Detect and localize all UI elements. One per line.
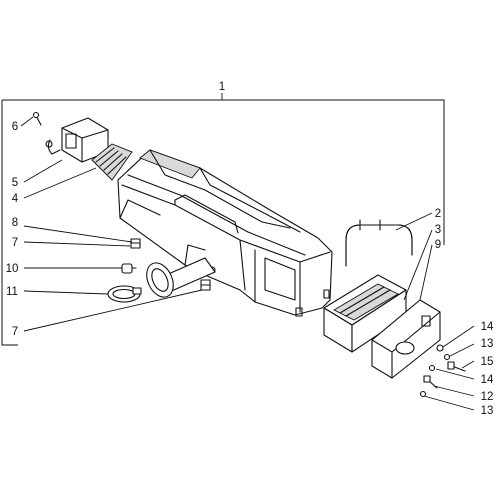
callout-10: 10 <box>6 263 19 275</box>
breather-tube-2 <box>345 219 413 267</box>
callout-6: 6 <box>12 121 18 133</box>
filter-sponge-4 <box>91 143 133 181</box>
screw-6 <box>32 111 42 126</box>
washer-13b <box>419 390 427 398</box>
washer-14 <box>436 344 444 352</box>
clip-nut-8 <box>130 238 141 249</box>
clip-nut-7 <box>200 279 211 291</box>
leader-lines <box>20 116 475 411</box>
callout-9: 9 <box>435 239 441 251</box>
callout-11: 11 <box>6 286 18 298</box>
callout-1: 1 <box>219 81 225 93</box>
callout-4: 4 <box>12 193 19 205</box>
air-box-housing <box>117 149 333 317</box>
assembly-frame <box>1 93 445 346</box>
bolt-15 <box>447 361 466 372</box>
washer-14b <box>428 364 436 372</box>
intake-duct <box>146 257 216 298</box>
callout-7-lower: 7 <box>12 326 18 338</box>
callout-14-upper: 14 <box>481 321 494 333</box>
callout-5: 5 <box>12 177 18 189</box>
callout-15: 15 <box>481 356 494 368</box>
callout-2: 2 <box>435 208 441 220</box>
callout-12: 12 <box>481 391 494 403</box>
callout-3: 3 <box>435 224 441 236</box>
callout-7-upper: 7 <box>12 237 18 249</box>
air-filter-element-9 <box>323 274 407 353</box>
callout-14-lower: 14 <box>481 374 494 386</box>
fitting-10 <box>121 263 137 274</box>
callout-labels: 1 6 5 4 8 7 10 11 7 2 3 9 14 13 15 14 12… <box>6 81 494 417</box>
callout-13-upper: 13 <box>481 338 494 350</box>
callout-13-lower: 13 <box>481 405 494 417</box>
callout-8: 8 <box>12 217 18 229</box>
hose-clamp-11 <box>107 285 142 303</box>
nut-13 <box>443 353 451 361</box>
